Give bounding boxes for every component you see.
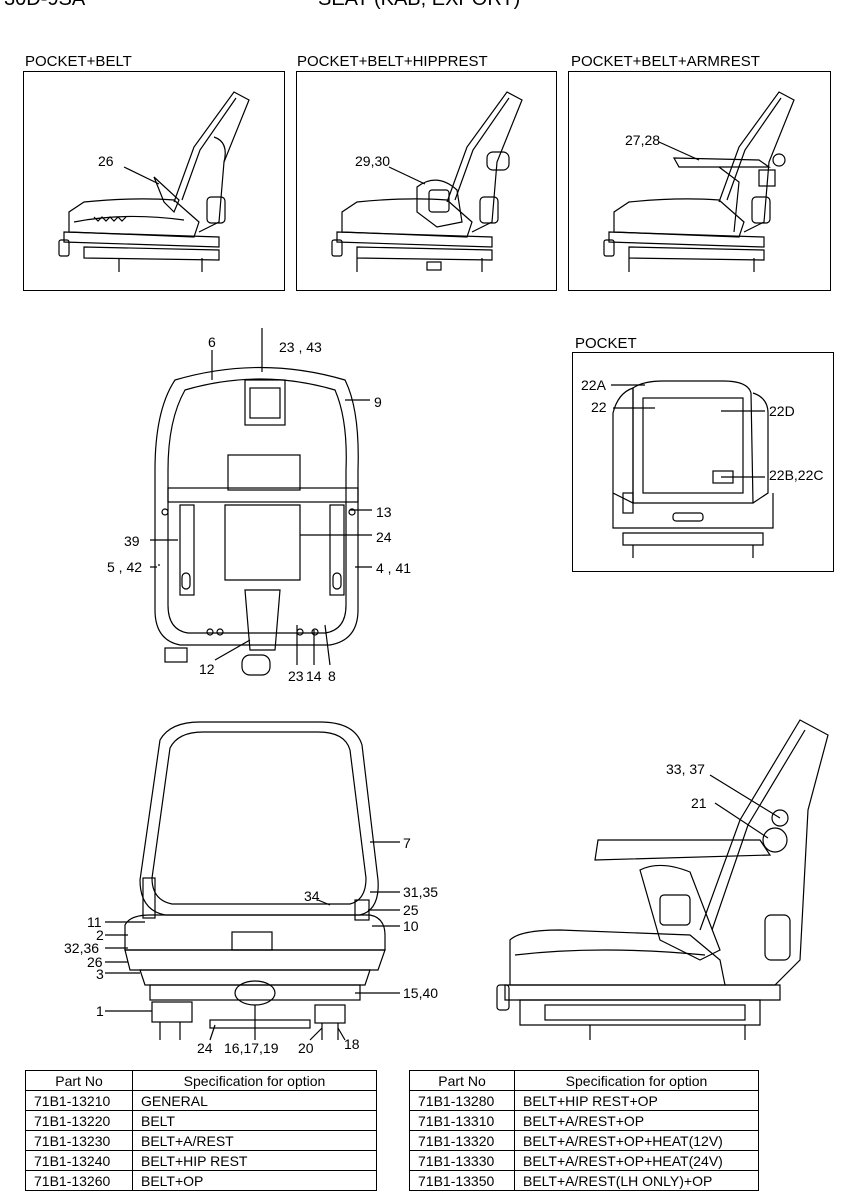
spec-cell: BELT+A/REST bbox=[132, 1130, 377, 1151]
spec-cell: BELT+A/REST+OP bbox=[514, 1110, 759, 1131]
parts-table-right: Part No Specification for option 71B1-13… bbox=[409, 1070, 759, 1191]
callout-24: 24 bbox=[197, 1040, 213, 1056]
part-no-cell: 71B1-13280 bbox=[409, 1090, 515, 1111]
column-header-specification: Specification for option bbox=[514, 1070, 759, 1091]
callout-33-37: 33, 37 bbox=[666, 761, 705, 777]
callout-9: 9 bbox=[374, 394, 382, 410]
spec-cell: BELT+A/REST+OP+HEAT(24V) bbox=[514, 1150, 759, 1171]
callout-4-41: 4 , 41 bbox=[376, 560, 412, 576]
callout-24: 24 bbox=[376, 529, 392, 545]
table-header-row: Part No Specification for option bbox=[409, 1070, 759, 1091]
part-no-cell: 71B1-13350 bbox=[409, 1170, 515, 1191]
callout-2: 2 bbox=[96, 927, 104, 943]
callout-6: 6 bbox=[208, 334, 216, 350]
seat-side-drawing bbox=[58, 91, 250, 272]
callout-22b-22c: 22B,22C bbox=[769, 467, 824, 483]
callout-16-17-19: 16,17,19 bbox=[224, 1040, 279, 1056]
callout-10: 10 bbox=[403, 918, 419, 934]
panel-title-pocket-belt-hiprest: POCKET+BELT+HIPPREST bbox=[297, 53, 488, 70]
panel-pocket-belt-armrest: 27,28 bbox=[568, 71, 831, 291]
callout-26: 26 bbox=[87, 954, 103, 970]
callout-22d: 22D bbox=[769, 403, 795, 419]
part-no-cell: 71B1-13330 bbox=[409, 1150, 515, 1171]
spec-cell: BELT+A/REST+OP+HEAT(12V) bbox=[514, 1130, 759, 1151]
callout-31-35: 31,35 bbox=[403, 884, 439, 900]
spec-cell: BELT+A/REST(LH ONLY)+OP bbox=[514, 1170, 759, 1191]
spec-cell: BELT+HIP REST bbox=[132, 1150, 377, 1171]
part-no-cell: 71B1-13220 bbox=[25, 1110, 133, 1131]
callout-39: 39 bbox=[124, 533, 140, 549]
callout-15-40: 15,40 bbox=[403, 985, 439, 1001]
callout-14: 14 bbox=[306, 668, 322, 684]
column-header-part-no: Part No bbox=[409, 1070, 515, 1091]
part-no-cell: 71B1-13230 bbox=[25, 1130, 133, 1151]
callout-21: 21 bbox=[691, 795, 707, 811]
callout-8: 8 bbox=[328, 668, 336, 684]
callout-5-42: 5 , 42 bbox=[107, 559, 143, 575]
panel-pocket-belt: 26 bbox=[23, 71, 285, 291]
callout-25: 25 bbox=[403, 902, 419, 918]
seat-side-drawing bbox=[603, 91, 795, 272]
callout-13: 13 bbox=[376, 504, 392, 520]
seat-side-drawing bbox=[331, 91, 523, 272]
callout-22a: 22A bbox=[581, 377, 606, 393]
callout-7: 7 bbox=[403, 835, 411, 851]
spec-cell: BELT bbox=[132, 1110, 377, 1131]
part-no-cell: 71B1-13260 bbox=[25, 1170, 133, 1191]
part-no-cell: 71B1-13210 bbox=[25, 1090, 133, 1111]
column-header-specification: Specification for option bbox=[132, 1070, 377, 1091]
spec-cell: BELT+HIP REST+OP bbox=[514, 1090, 759, 1111]
spec-cell: GENERAL bbox=[132, 1090, 377, 1111]
panel-pocket: 22A 22 22D 22B,22C bbox=[572, 352, 834, 572]
panel-title-pocket-belt-armrest: POCKET+BELT+ARMREST bbox=[571, 53, 760, 70]
part-no-cell: 71B1-13320 bbox=[409, 1130, 515, 1151]
column-header-part-no: Part No bbox=[25, 1070, 133, 1091]
part-no-cell: 71B1-13240 bbox=[25, 1150, 133, 1171]
callout-3: 3 bbox=[96, 966, 104, 982]
callout-29-30: 29,30 bbox=[355, 153, 391, 169]
callout-26: 26 bbox=[98, 153, 114, 169]
panel-pocket-belt-hiprest: 29,30 bbox=[296, 71, 557, 291]
seat-rear-drawing bbox=[611, 380, 774, 558]
corner-code: 30D-9SA bbox=[4, 0, 85, 11]
callout-11: 11 bbox=[87, 914, 102, 930]
callout-12: 12 bbox=[199, 661, 215, 677]
callout-23: 23 bbox=[288, 668, 304, 684]
part-no-cell: 71B1-13310 bbox=[409, 1110, 515, 1131]
parts-table-left: Part No Specification for option 71B1-13… bbox=[25, 1070, 377, 1191]
callout-22: 22 bbox=[591, 399, 607, 415]
callout-32-36: 32,36 bbox=[64, 940, 100, 956]
callout-18: 18 bbox=[344, 1036, 360, 1052]
callout-20: 20 bbox=[298, 1040, 314, 1056]
spec-cell: BELT+OP bbox=[132, 1170, 377, 1191]
panel-title-pocket-belt: POCKET+BELT bbox=[25, 53, 132, 70]
callout-23-43: 23 , 43 bbox=[279, 339, 322, 355]
table-header-row: Part No Specification for option bbox=[25, 1070, 377, 1091]
panel-title-pocket: POCKET bbox=[575, 335, 637, 352]
callout-34: 34 bbox=[304, 888, 320, 904]
callout-27-28: 27,28 bbox=[625, 132, 661, 148]
callout-1: 1 bbox=[96, 1003, 104, 1019]
page-title: SEAT (KAB, EXPORT) bbox=[318, 0, 520, 11]
